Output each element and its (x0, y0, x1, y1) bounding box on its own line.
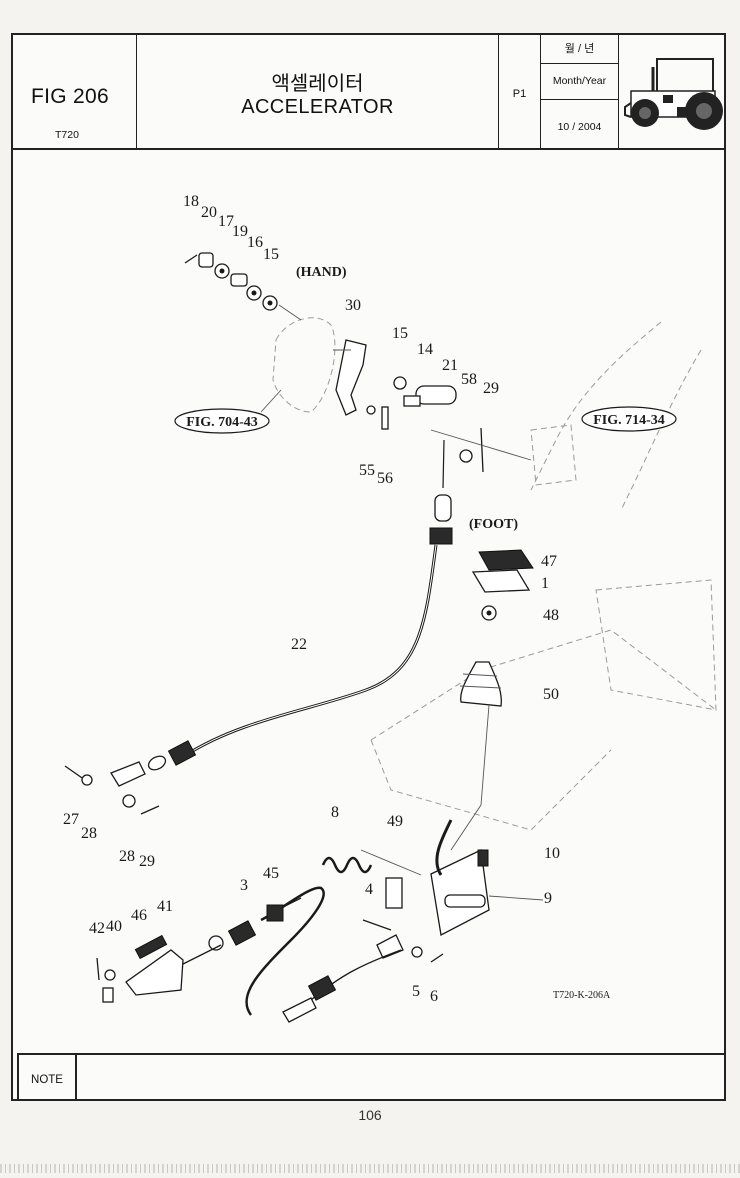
figure-title: FIG 206 (31, 85, 109, 108)
month-year-label: Month/Year (541, 63, 618, 100)
callout-5: 5 (412, 983, 420, 1000)
callout-15-lever: 15 (392, 325, 408, 342)
callout-50: 50 (543, 686, 559, 703)
callout-17: 17 (218, 213, 234, 230)
callout-1: 1 (541, 575, 549, 592)
title-cell: 액셀레이터 ACCELERATOR (137, 33, 499, 148)
exploded-parts-diagram: 18 20 17 19 16 15 (HAND) 30 15 14 21 58 … (11, 150, 726, 1053)
logo-cell (619, 33, 724, 148)
foot-group-label: (FOOT) (469, 517, 518, 532)
callout-42: 42 (89, 920, 105, 937)
callout-30: 30 (345, 297, 361, 314)
fig-704-reference[interactable]: FIG. 704-43 (174, 389, 282, 434)
callout-18: 18 (183, 193, 199, 210)
governor-linkage-assembly (96, 819, 544, 1023)
foot-pedal-assembly (450, 549, 534, 851)
callout-28-bottom: 28 (119, 848, 135, 865)
callout-27: 27 (63, 811, 79, 828)
callout-8: 8 (331, 804, 339, 821)
note-label: NOTE (19, 1055, 77, 1101)
callout-47: 47 (541, 553, 557, 570)
callout-22: 22 (291, 636, 307, 653)
page-code-cell: P1 (499, 33, 541, 148)
title-korean: 액셀레이터 (271, 73, 364, 95)
header: FIG 206 T720 액셀레이터 ACCELERATOR P1 월 / 년 … (11, 33, 726, 150)
callout-10: 10 (544, 845, 560, 862)
return-spring (321, 856, 373, 874)
callout-21: 21 (442, 357, 458, 374)
month-year-korean: 월 / 년 (541, 33, 618, 64)
callout-20: 20 (201, 204, 217, 221)
callout-46: 46 (131, 907, 147, 924)
callout-45: 45 (263, 865, 279, 882)
fig-714-reference[interactable]: FIG. 714-34 (581, 406, 677, 432)
callout-28-top: 28 (81, 825, 97, 842)
hand-lever-assembly (184, 252, 532, 473)
callout-15-hand: 15 (263, 246, 279, 263)
callouts: 18 20 17 19 16 15 (HAND) 30 15 14 21 58 … (63, 193, 560, 1005)
callout-3: 3 (240, 877, 248, 894)
fig-704-label: FIG. 704-43 (186, 415, 258, 430)
callout-56: 56 (377, 470, 393, 487)
callout-16: 16 (247, 234, 263, 251)
callout-29-cable: 29 (139, 853, 155, 870)
drawing-number: T720-K-206A (553, 990, 611, 1001)
callout-40: 40 (106, 918, 122, 935)
figure-id-cell: FIG 206 T720 (11, 33, 137, 148)
callout-48: 48 (543, 607, 559, 624)
callout-49: 49 (387, 813, 403, 830)
date-cell: 월 / 년 Month/Year 10 / 2004 (541, 33, 619, 148)
callout-55: 55 (359, 462, 375, 479)
title-english: ACCELERATOR (241, 96, 394, 118)
callout-6: 6 (430, 988, 438, 1005)
page-frame (11, 33, 726, 1101)
callout-4: 4 (365, 881, 373, 898)
ghost-outline-right (370, 321, 717, 831)
diagram-canvas: 18 20 17 19 16 15 (HAND) 30 15 14 21 58 … (63, 193, 717, 1023)
tractor-icon (624, 58, 723, 130)
fig-714-label: FIG. 714-34 (593, 413, 665, 428)
callout-58: 58 (461, 371, 477, 388)
note-bar: NOTE (17, 1053, 726, 1101)
callout-14: 14 (417, 341, 433, 358)
hand-group-label: (HAND) (296, 265, 347, 280)
scan-artifact (0, 1164, 740, 1173)
page-code: P1 (512, 88, 527, 100)
page-number: 106 (358, 1107, 382, 1123)
model-code: T720 (55, 129, 79, 141)
callout-19: 19 (232, 223, 248, 240)
accelerator-cable (64, 439, 453, 815)
callout-29-hand: 29 (483, 380, 499, 397)
callout-9: 9 (544, 890, 552, 907)
callout-41: 41 (157, 898, 173, 915)
ghost-outline-hand-bracket (272, 317, 336, 413)
issue-date: 10 / 2004 (557, 121, 602, 133)
